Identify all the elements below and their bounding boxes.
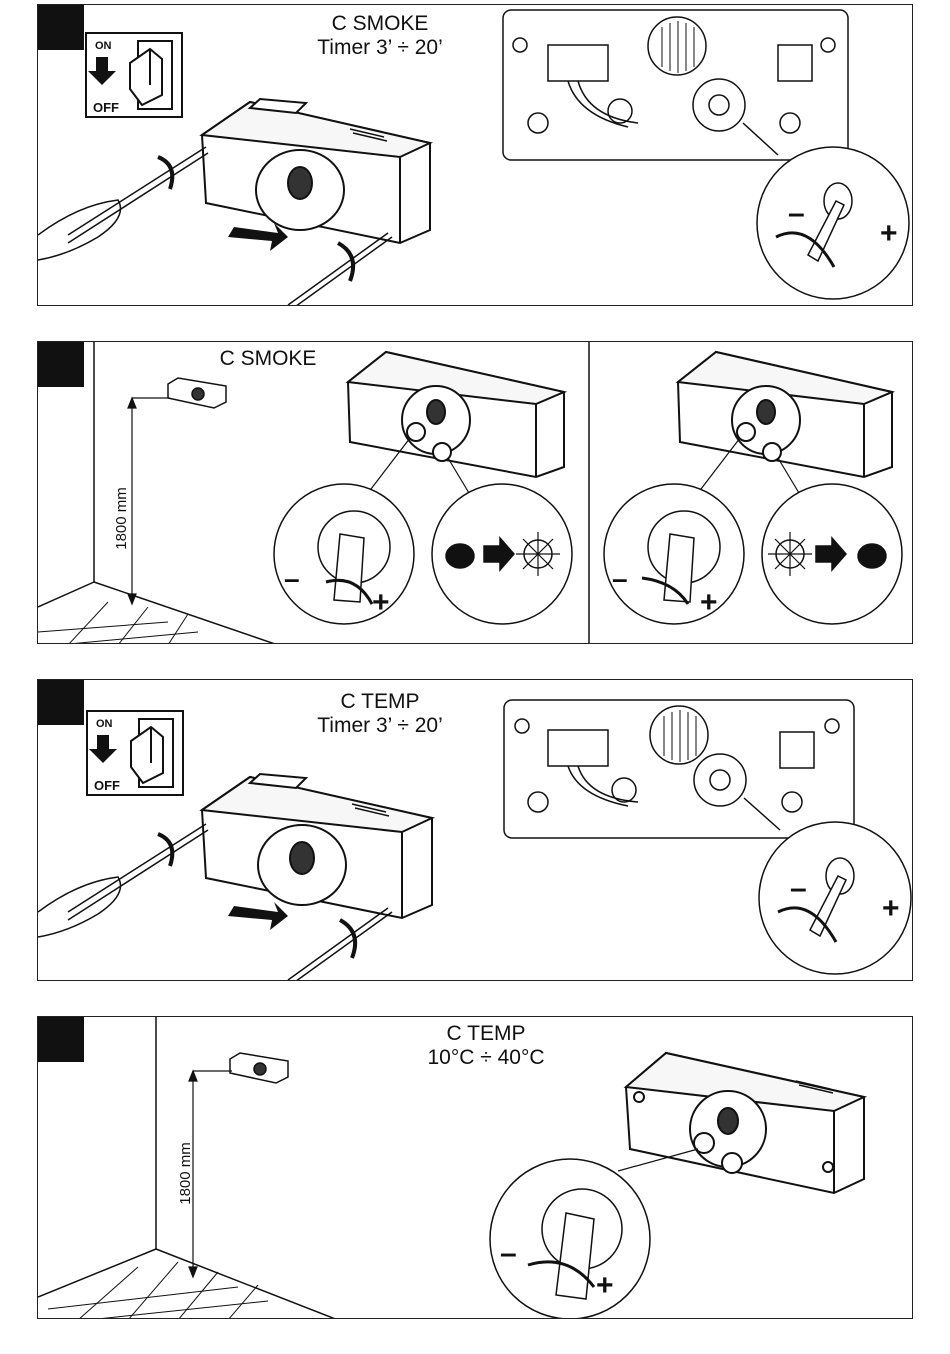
zoom-led-on-to-off (762, 484, 902, 624)
minus-symbol: – (612, 563, 628, 594)
zoom-led-off-to-on (432, 484, 572, 624)
panel3-illustration: – + (38, 680, 913, 981)
height-dimension-line (189, 1071, 232, 1277)
step-panel-4: C TEMP 10°C ÷ 40°C 1800 mm (37, 1016, 913, 1319)
plus-symbol: + (880, 217, 898, 250)
height-dimension-line (128, 398, 170, 604)
pull-out-arrow-icon (228, 223, 288, 251)
panel4-illustration: – + (38, 1017, 913, 1319)
plus-symbol: + (372, 586, 390, 619)
screwdriver-left (38, 147, 208, 260)
switch-down-arrow-icon (89, 735, 117, 763)
minus-symbol: – (788, 197, 805, 230)
detector-housing (678, 352, 892, 477)
switch-body (131, 719, 173, 787)
minus-symbol: – (790, 872, 807, 905)
rotate-arrow-icon (340, 920, 355, 958)
screwdriver-left (38, 824, 208, 937)
step-panel-1: C SMOKE Timer 3’ ÷ 20’ ON OFF (37, 4, 913, 306)
room-wall-floor (38, 1017, 338, 1319)
detector-small (168, 378, 226, 408)
detector-small (230, 1053, 288, 1083)
rotate-arrow-icon (338, 243, 353, 281)
circuit-board (504, 700, 854, 838)
switch-body (130, 41, 172, 109)
pull-out-arrow-icon (228, 902, 288, 930)
minus-symbol: – (500, 1237, 517, 1270)
zoom-potentiometer (604, 484, 744, 624)
screwdriver-right (288, 908, 392, 981)
panel2-illustration: – + – + (38, 342, 913, 644)
switch-down-arrow-icon (88, 57, 116, 85)
minus-symbol: – (284, 563, 300, 594)
plus-symbol: + (700, 586, 718, 619)
room-wall-floor (38, 342, 278, 644)
circuit-board (503, 10, 848, 160)
zoom-potentiometer (274, 484, 414, 624)
detector-housing (626, 1053, 864, 1193)
detector-housing (348, 352, 564, 477)
step-panel-3: C TEMP Timer 3’ ÷ 20’ ON OFF (37, 679, 913, 981)
plus-symbol: + (596, 1269, 614, 1302)
detector-housing (202, 774, 432, 918)
panel1-illustration: – + (38, 5, 913, 306)
plus-symbol: + (882, 892, 900, 925)
step-panel-2: C SMOKE 1800 mm (37, 341, 913, 644)
detector-housing (202, 99, 430, 243)
